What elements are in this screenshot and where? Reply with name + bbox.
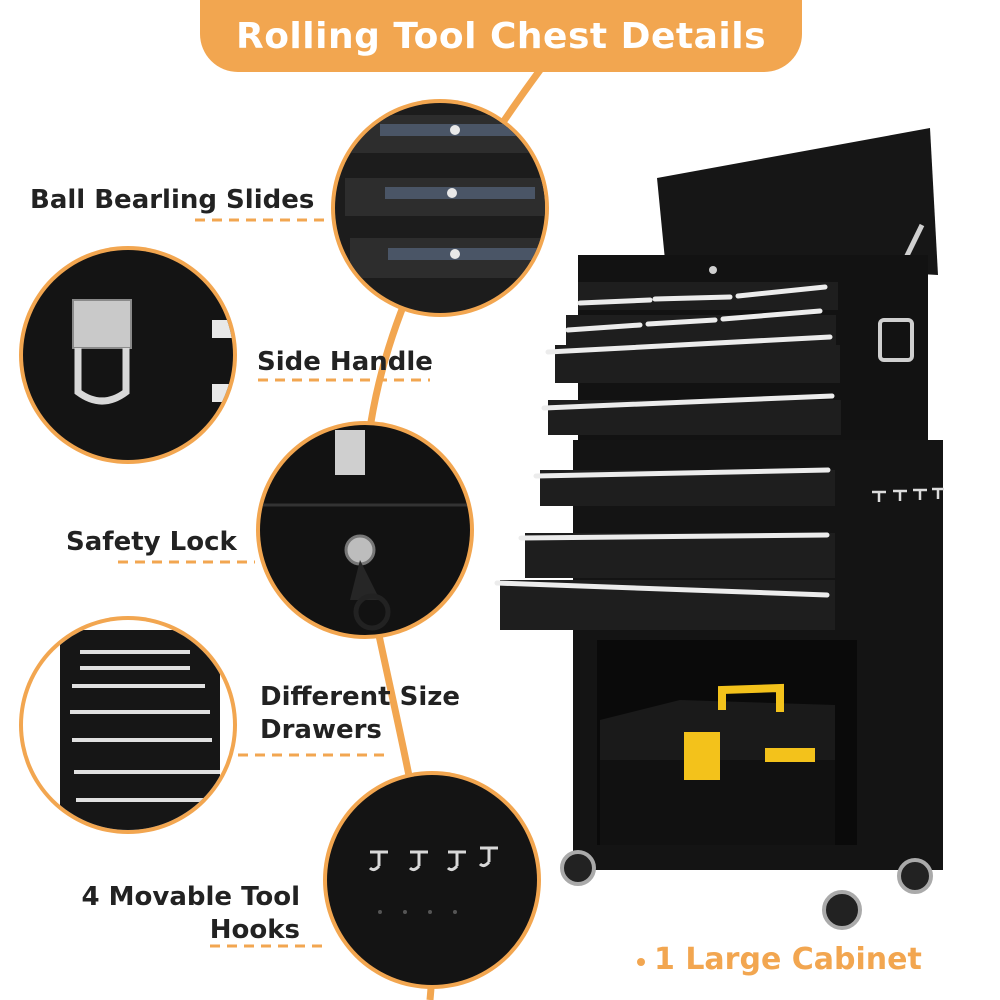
- feature-label-line2: Drawers: [260, 715, 382, 745]
- different-size-drawers-detail: [19, 616, 237, 834]
- tool-hooks-detail: [323, 771, 541, 989]
- page-title: Rolling Tool Chest Details: [235, 15, 767, 57]
- hook-icon: [872, 487, 944, 502]
- feature-label-different-size-drawers: Different Size Drawers: [260, 681, 460, 747]
- safety-lock-detail: [256, 421, 474, 639]
- tool-chest-image: [494, 128, 944, 930]
- feature-label-ball-bearing-slides: Ball Bearling Slides: [30, 185, 315, 215]
- title-banner: Rolling Tool Chest Details: [200, 0, 802, 72]
- feature-label-line1: Different Size: [260, 682, 461, 712]
- feature-label-line2: Hooks: [209, 915, 300, 945]
- toolbox-image: [600, 683, 835, 845]
- feature-label-side-handle: Side Handle: [257, 347, 433, 377]
- leader-lines: [118, 218, 430, 948]
- caster-wheel-icon: [560, 850, 933, 930]
- ball-bearing-slides-detail: [331, 99, 549, 317]
- cabinet-bullet: [637, 958, 645, 966]
- key-lock-icon: [709, 266, 717, 274]
- side-handle-detail: [19, 246, 237, 464]
- feature-label-line1: 4 Movable Tool: [81, 882, 301, 912]
- feature-label-tool-hooks: 4 Movable Tool Hooks: [78, 881, 301, 947]
- feature-label-safety-lock: Safety Lock: [66, 527, 237, 557]
- large-cabinet-label: 1 Large Cabinet: [654, 942, 922, 977]
